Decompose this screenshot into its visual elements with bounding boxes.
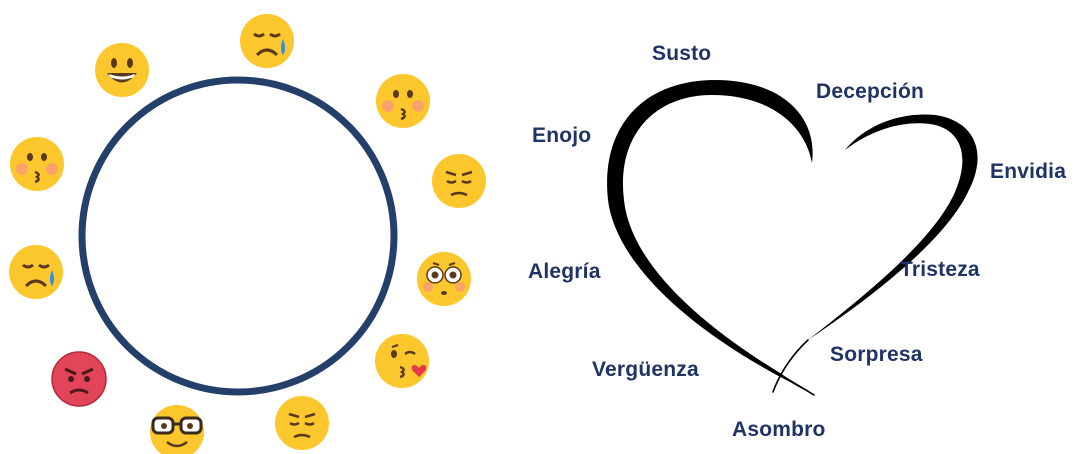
kissing-face-icon bbox=[376, 74, 430, 128]
heart-left-stroke bbox=[607, 80, 814, 395]
emotion-ring bbox=[78, 76, 398, 396]
crying-face-icon bbox=[240, 14, 294, 68]
angry-face-icon bbox=[51, 351, 107, 407]
label-tristeza: Tristeza bbox=[900, 258, 980, 281]
crying-face-icon bbox=[9, 245, 63, 299]
face-blowing-kiss-icon bbox=[375, 334, 429, 388]
flushed-face-icon bbox=[417, 252, 471, 306]
label-sorpresa: Sorpresa bbox=[830, 343, 923, 366]
nerd-glasses-face-icon bbox=[150, 405, 204, 454]
label-alegria: Alegría bbox=[528, 260, 601, 283]
label-susto: Susto bbox=[652, 42, 712, 65]
brush-heart bbox=[607, 80, 978, 396]
label-asombro: Asombro bbox=[732, 418, 826, 441]
label-envidia: Envidia bbox=[990, 160, 1067, 183]
label-verguenza: Vergüenza bbox=[592, 358, 699, 381]
label-enojo: Enojo bbox=[532, 124, 592, 147]
pensive-face-icon bbox=[432, 154, 486, 208]
kissing-face-icon bbox=[10, 137, 64, 191]
heart-tail-right bbox=[772, 339, 809, 393]
label-decepcion: Decepción bbox=[816, 80, 924, 103]
grinning-face-icon bbox=[95, 43, 149, 97]
heart-tail-left bbox=[769, 367, 815, 396]
pensive-face-icon bbox=[275, 396, 329, 450]
heart-right-stroke bbox=[808, 114, 978, 340]
